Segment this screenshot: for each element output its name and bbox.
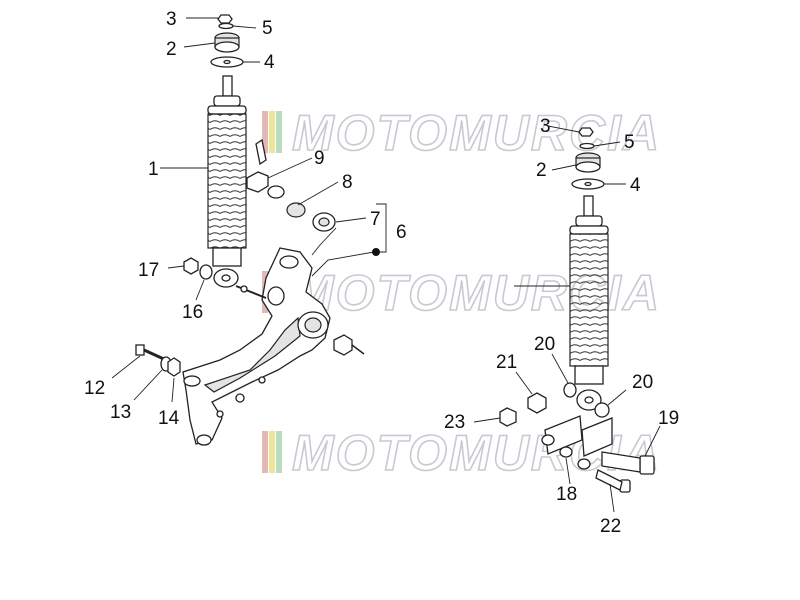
callout-4-left: 4: [264, 52, 275, 73]
callout-14: 14: [158, 408, 180, 429]
callout-21: 21: [496, 352, 517, 373]
callout-labels: 3 5 2 4 1 9 8 7 6 17 16 12 13 14 3 5 2 4…: [84, 9, 679, 537]
watermark-top: MOTOMURCIA: [262, 104, 661, 162]
callout-3-right: 3: [540, 116, 551, 137]
right-shock-assembly: [569, 127, 609, 411]
right-small-parts: [499, 382, 655, 493]
callout-22: 22: [600, 516, 621, 537]
callout-5-right: 5: [624, 132, 635, 153]
callout-20-bottom: 20: [632, 372, 653, 393]
connector-dot: [372, 248, 380, 256]
left-small-parts: [135, 138, 365, 377]
callout-20-top: 20: [534, 334, 555, 355]
callout-8: 8: [342, 172, 353, 193]
left-shock-assembly: [207, 14, 247, 288]
callout-1: 1: [148, 159, 159, 180]
callout-13: 13: [110, 402, 131, 423]
callout-2-left: 2: [166, 39, 177, 60]
callout-17: 17: [138, 260, 159, 281]
callout-5-left: 5: [262, 18, 273, 39]
leader-lines: [111, 17, 661, 513]
callout-2-right: 2: [536, 160, 547, 181]
swingarm-bracket: [182, 247, 331, 446]
callout-7: 7: [370, 209, 381, 230]
svg-text:MOTOMURCIA: MOTOMURCIA: [292, 105, 661, 161]
callout-4-right: 4: [630, 175, 641, 196]
callout-9: 9: [314, 148, 325, 169]
callout-18: 18: [556, 484, 577, 505]
callout-23: 23: [444, 412, 465, 433]
callout-19: 19: [658, 408, 679, 429]
callout-3-left: 3: [166, 9, 177, 30]
callout-12: 12: [84, 378, 105, 399]
callout-6: 6: [396, 222, 407, 243]
callout-16: 16: [182, 302, 203, 323]
